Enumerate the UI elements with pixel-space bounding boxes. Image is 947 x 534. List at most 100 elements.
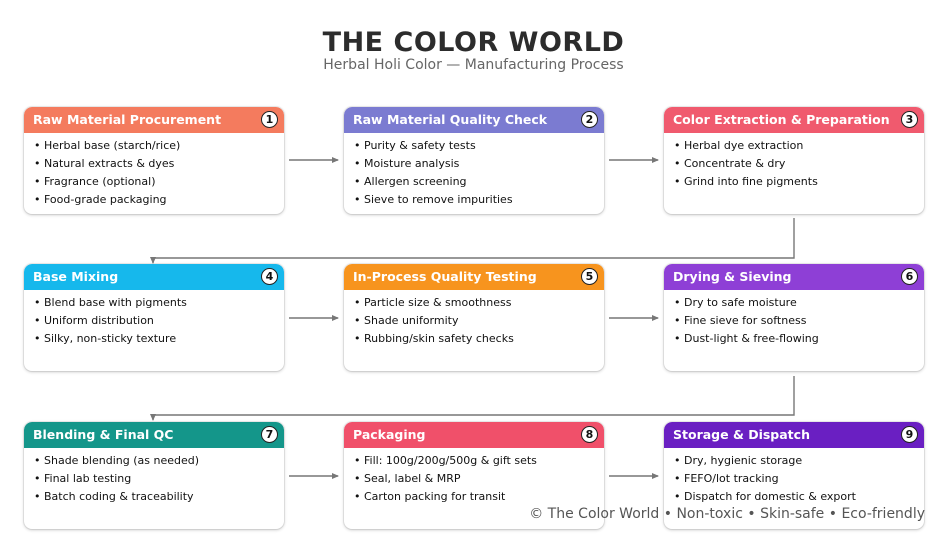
list-item-text: Natural extracts & dyes xyxy=(44,157,175,170)
list-item-text: Herbal dye extraction xyxy=(684,139,804,152)
bullet-icon: • xyxy=(674,472,681,485)
list-item: •Blend base with pigments xyxy=(34,296,187,314)
list-item: •Concentrate & dry xyxy=(674,157,818,175)
list-item: •Sieve to remove impurities xyxy=(354,193,513,211)
step-card-8: Packaging 8 •Fill: 100g/200g/500g & gift s… xyxy=(344,422,604,529)
list-item: •Dry, hygienic storage xyxy=(674,454,856,472)
step-number-badge: 8 xyxy=(581,426,598,443)
list-item-text: Shade uniformity xyxy=(364,314,459,327)
list-item: •Food-grade packaging xyxy=(34,193,180,211)
step-title: Blending & Final QC xyxy=(33,427,174,442)
list-item: •Rubbing/skin safety checks xyxy=(354,332,514,350)
list-item-text: Batch coding & traceability xyxy=(44,490,194,503)
list-item-text: Blend base with pigments xyxy=(44,296,187,309)
list-item: •Particle size & smoothness xyxy=(354,296,514,314)
bullet-icon: • xyxy=(674,314,681,327)
step-title: Color Extraction & Preparation xyxy=(673,112,890,127)
list-item: •Shade uniformity xyxy=(354,314,514,332)
step-number-badge: 4 xyxy=(261,268,278,285)
list-item-text: Seal, label & MRP xyxy=(364,472,461,485)
bullet-icon: • xyxy=(354,157,361,170)
bullet-icon: • xyxy=(354,193,361,206)
bullet-icon: • xyxy=(674,175,681,188)
step-number-badge: 3 xyxy=(901,111,918,128)
bullet-icon: • xyxy=(34,139,41,152)
list-item: •Batch coding & traceability xyxy=(34,490,199,508)
bullet-icon: • xyxy=(354,332,361,345)
step-number-badge: 1 xyxy=(261,111,278,128)
step-number-badge: 7 xyxy=(261,426,278,443)
step-item-list: •Blend base with pigments•Uniform distri… xyxy=(34,296,187,350)
bullet-icon: • xyxy=(354,490,361,503)
page-title: THE COLOR WORLD xyxy=(322,27,625,58)
list-item-text: FEFO/lot tracking xyxy=(684,472,779,485)
list-item-text: Allergen screening xyxy=(364,175,467,188)
list-item: •Moisture analysis xyxy=(354,157,513,175)
step-title: Base Mixing xyxy=(33,269,119,284)
list-item-text: Silky, non-sticky texture xyxy=(44,332,177,345)
bullet-icon: • xyxy=(674,139,681,152)
list-item: •Herbal base (starch/rice) xyxy=(34,139,180,157)
list-item-text: Dry, hygienic storage xyxy=(684,454,803,467)
list-item-text: Herbal base (starch/rice) xyxy=(44,139,181,152)
list-item: •Natural extracts & dyes xyxy=(34,157,180,175)
list-item-text: Food-grade packaging xyxy=(44,193,167,206)
bullet-icon: • xyxy=(354,472,361,485)
list-item-text: Grind into fine pigments xyxy=(684,175,818,188)
step-title: In-Process Quality Testing xyxy=(353,269,537,284)
list-item-text: Purity & safety tests xyxy=(364,139,476,152)
bullet-icon: • xyxy=(674,157,681,170)
bullet-icon: • xyxy=(354,175,361,188)
footer-note: © The Color World • Non-toxic • Skin-saf… xyxy=(529,506,925,522)
bullet-icon: • xyxy=(354,314,361,327)
step-item-list: •Fill: 100g/200g/500g & gift sets•Seal, … xyxy=(354,454,537,508)
list-item: •Silky, non-sticky texture xyxy=(34,332,187,350)
bullet-icon: • xyxy=(34,472,41,485)
list-item: •Fill: 100g/200g/500g & gift sets xyxy=(354,454,537,472)
step-header: Color Extraction & Preparation 3 xyxy=(664,107,924,133)
list-item-text: Uniform distribution xyxy=(44,314,154,327)
list-item-text: Carton packing for transit xyxy=(364,490,506,503)
step-item-list: •Herbal dye extraction•Concentrate & dry… xyxy=(674,139,818,193)
bullet-icon: • xyxy=(354,139,361,152)
list-item-text: Moisture analysis xyxy=(364,157,460,170)
bullet-icon: • xyxy=(34,193,41,206)
step-number-badge: 9 xyxy=(901,426,918,443)
step-title: Packaging xyxy=(353,427,426,442)
bullet-icon: • xyxy=(674,490,681,503)
bullet-icon: • xyxy=(674,296,681,309)
step-item-list: •Particle size & smoothness•Shade unifor… xyxy=(354,296,514,350)
list-item: •Allergen screening xyxy=(354,175,513,193)
bullet-icon: • xyxy=(674,332,681,345)
list-item: •Fine sieve for softness xyxy=(674,314,819,332)
bullet-icon: • xyxy=(34,490,41,503)
step-item-list: •Herbal base (starch/rice)•Natural extra… xyxy=(34,139,180,211)
list-item-text: Shade blending (as needed) xyxy=(44,454,199,467)
step-item-list: •Dry, hygienic storage•FEFO/lot tracking… xyxy=(674,454,856,508)
list-item: •Dispatch for domestic & export xyxy=(674,490,856,508)
arrow-6-to-7 xyxy=(150,376,795,421)
list-item-text: Fine sieve for softness xyxy=(684,314,807,327)
bullet-icon: • xyxy=(34,175,41,188)
step-header: Blending & Final QC 7 xyxy=(24,422,284,448)
step-item-list: •Dry to safe moisture•Fine sieve for sof… xyxy=(674,296,819,350)
step-item-list: •Shade blending (as needed)•Final lab te… xyxy=(34,454,199,508)
list-item: •Seal, label & MRP xyxy=(354,472,537,490)
list-item: •Fragrance (optional) xyxy=(34,175,180,193)
list-item: •FEFO/lot tracking xyxy=(674,472,856,490)
list-item-text: Dust-light & free-flowing xyxy=(684,332,819,345)
step-title: Raw Material Quality Check xyxy=(353,112,548,127)
list-item: •Final lab testing xyxy=(34,472,199,490)
list-item: •Dry to safe moisture xyxy=(674,296,819,314)
bullet-icon: • xyxy=(34,454,41,467)
list-item: •Dust-light & free-flowing xyxy=(674,332,819,350)
